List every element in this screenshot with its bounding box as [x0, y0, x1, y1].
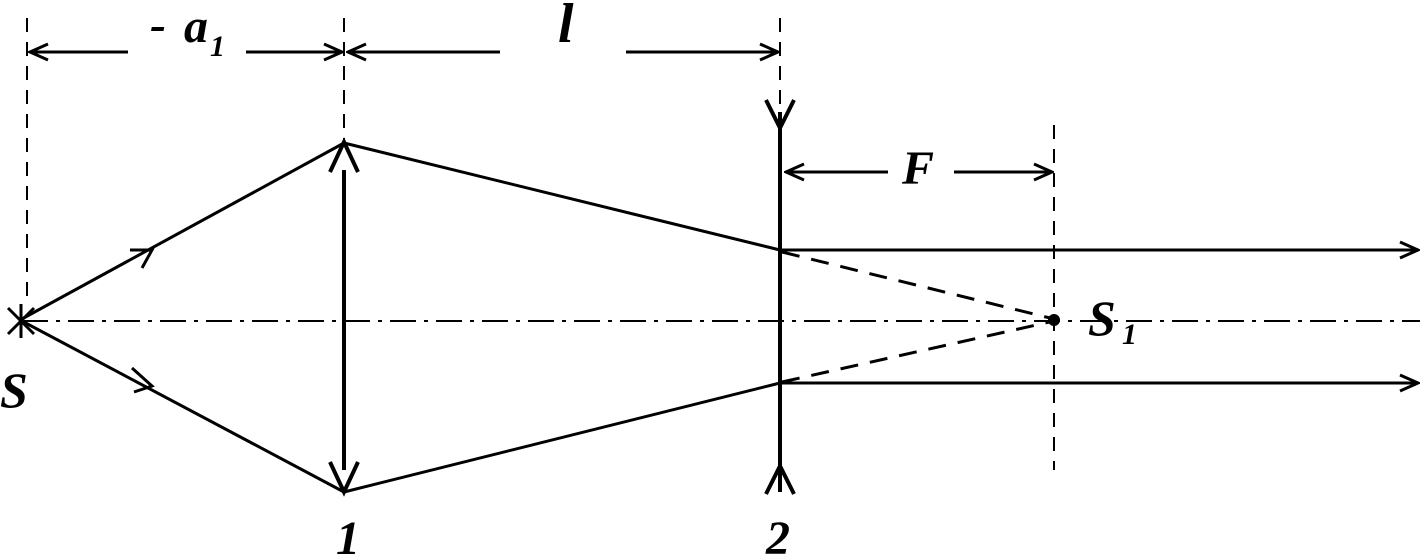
lens-2-top-mark: [764, 99, 796, 133]
ray-lower-virtual-extension: [781, 319, 1055, 384]
distance-a-prefix: -: [150, 0, 166, 51]
lens-1-top-arrowhead: [328, 137, 360, 173]
ray-upper-between-lenses: [343, 141, 781, 252]
source-point-marker: [6, 304, 36, 338]
image-point-marker: [1048, 314, 1060, 326]
distance-a-subscript: 1: [210, 30, 225, 63]
lens-2-bottom-mark: [764, 461, 796, 495]
ray-upper-direction-arrow: [130, 248, 155, 269]
lens-2-label: 2: [765, 512, 790, 556]
ray-lower-incident: [19, 318, 345, 494]
ray-upper-virtual-extension: [781, 250, 1055, 321]
distance-a-label: a: [184, 0, 208, 53]
focal-length-label: F: [901, 142, 934, 195]
source-label: S: [0, 362, 28, 418]
lens-1-label: 1: [336, 512, 360, 556]
ray-lower-between-lenses: [343, 381, 781, 494]
image-point-label: S: [1088, 290, 1116, 346]
image-point-subscript: 1: [1122, 318, 1137, 351]
ray-lower-direction-arrow: [130, 366, 155, 394]
ray-upper-incident: [19, 141, 345, 322]
distance-l-label: l: [558, 0, 574, 55]
